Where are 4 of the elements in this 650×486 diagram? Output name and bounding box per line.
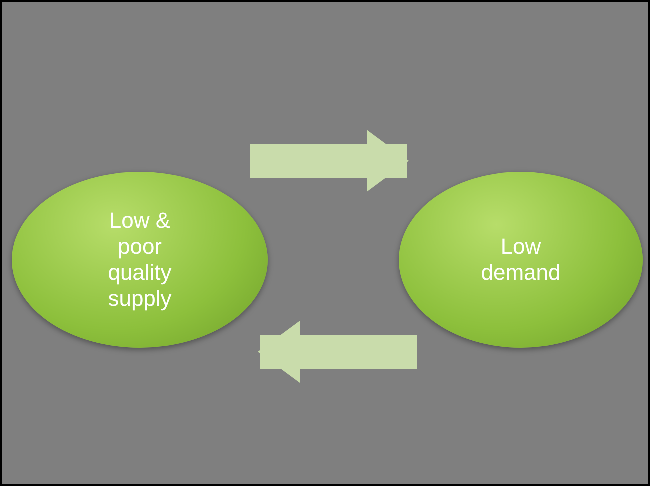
node-label: Low & poor quality supply [107,208,173,312]
node-label: Low demand [480,234,562,286]
block-arrow [250,130,409,192]
block-arrow [258,321,417,383]
